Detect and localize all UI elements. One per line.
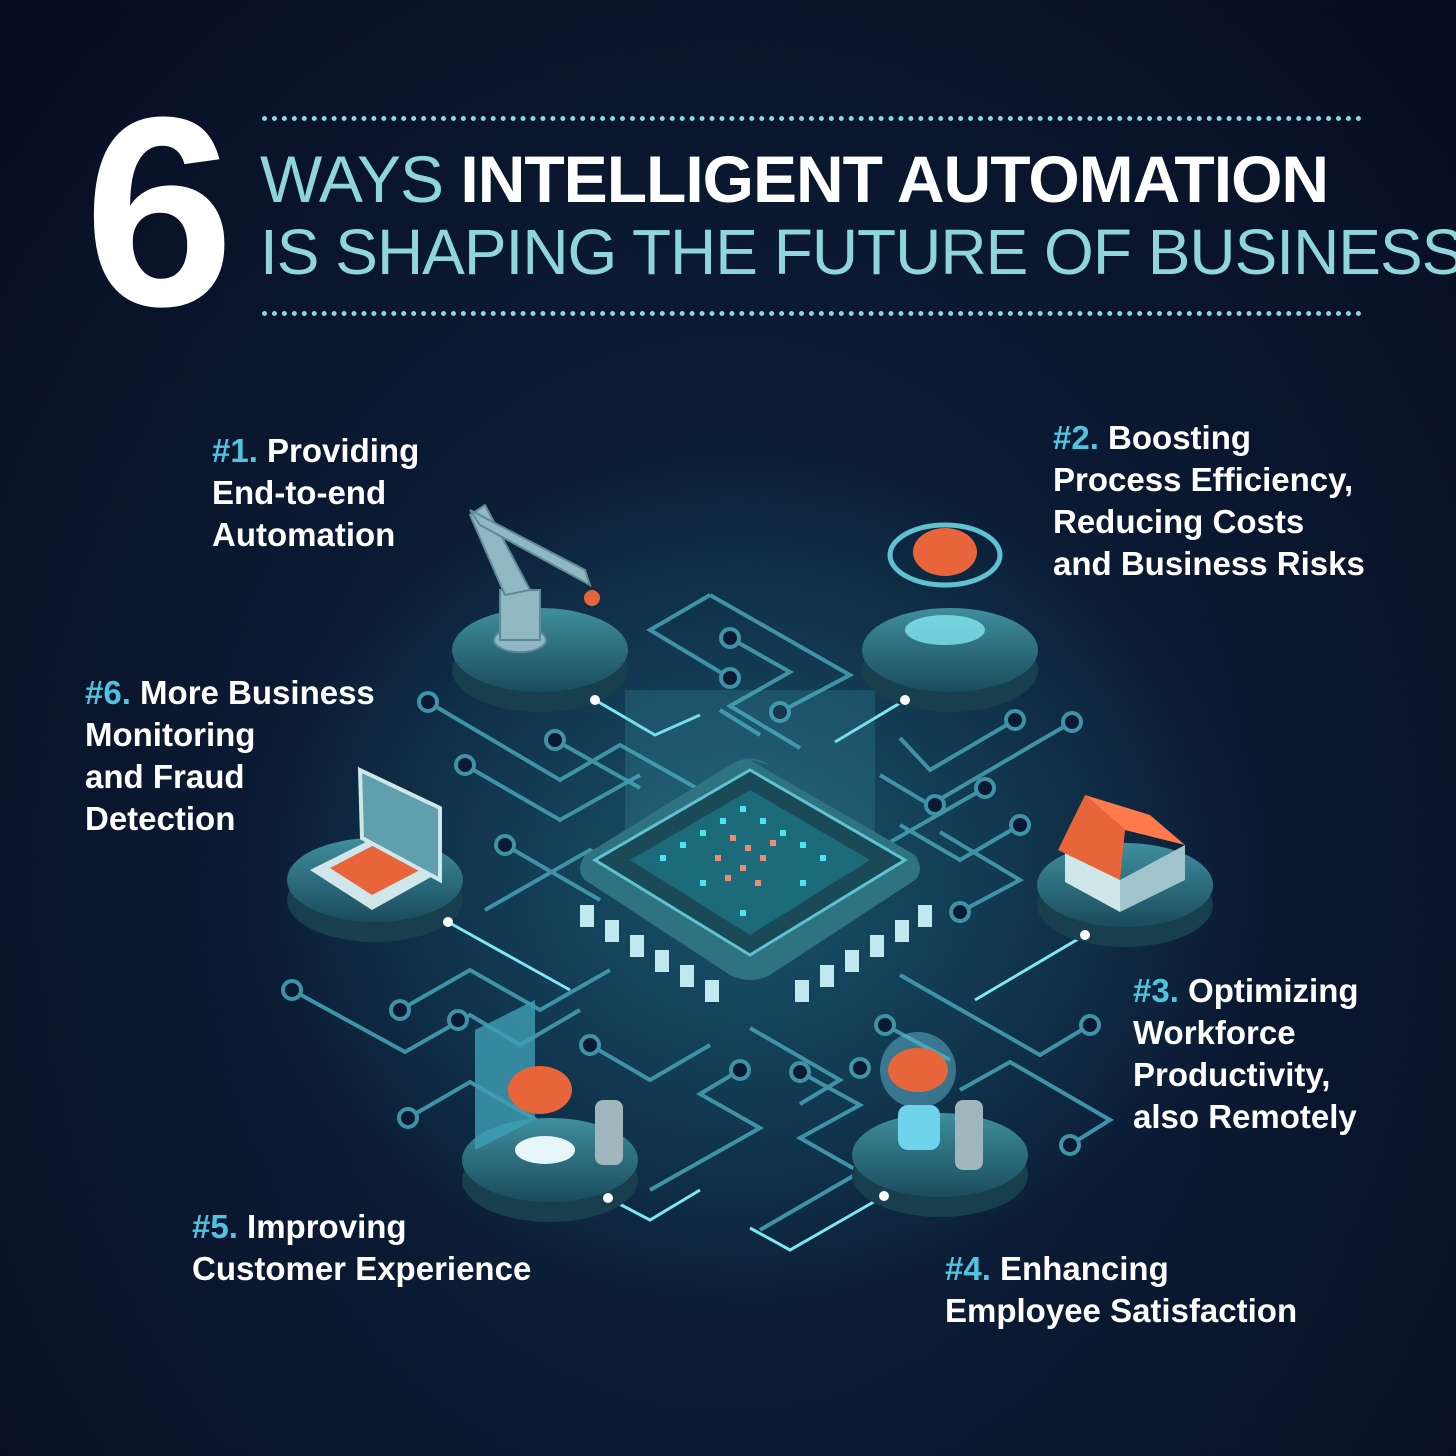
house-icon — [1058, 795, 1185, 912]
circuit-traces — [291, 593, 1114, 1232]
item-4: #4. Enhancing Employee Satisfaction — [945, 1248, 1297, 1332]
item-text: Process Efficiency, — [1053, 461, 1354, 498]
title-bold: INTELLIGENT AUTOMATION — [460, 142, 1329, 216]
item-text: Reducing Costs — [1053, 503, 1305, 540]
item-text: also Remotely — [1133, 1098, 1357, 1135]
robot-arm-icon — [468, 503, 592, 653]
item-text: and Business Risks — [1053, 545, 1365, 582]
page-title: WAYS INTELLIGENT AUTOMATION — [260, 146, 1329, 212]
item-text: More Business — [140, 674, 375, 711]
item-text: Monitoring — [85, 716, 256, 753]
title-light: WAYS — [260, 142, 444, 216]
item-text: Boosting — [1108, 419, 1252, 456]
item-number: #2. — [1053, 419, 1099, 456]
item-text: Customer Experience — [192, 1250, 532, 1287]
chip-grid — [660, 806, 826, 916]
item-5: #5. Improving Customer Experience — [192, 1206, 531, 1290]
item-text: Detection — [85, 800, 236, 837]
item-number: #5. — [192, 1208, 238, 1245]
brain-icon — [913, 528, 977, 576]
phone-brain-icon — [475, 1000, 623, 1165]
brain-icon — [508, 1066, 572, 1114]
platform-connectors — [447, 698, 1086, 1252]
platform-house — [1037, 795, 1213, 947]
item-text: Optimizing — [1188, 972, 1359, 1009]
item-text: Enhancing — [1000, 1250, 1169, 1287]
chip-pattern — [715, 835, 776, 886]
item-number: #4. — [945, 1250, 991, 1287]
item-number: #1. — [212, 432, 258, 469]
item-2: #2. Boosting Process Efficiency, Reducin… — [1053, 417, 1365, 585]
item-1: #1. Providing End-to-end Automation — [212, 430, 419, 556]
item-text: Providing — [267, 432, 420, 469]
item-text: and Fraud — [85, 758, 245, 795]
dotted-divider-top — [262, 116, 1362, 121]
item-text: Workforce — [1133, 1014, 1296, 1051]
laptop-icon — [310, 766, 442, 910]
processor-chip — [580, 690, 932, 1002]
chip-pins — [580, 905, 932, 1002]
item-text: Productivity, — [1133, 1056, 1331, 1093]
item-number: #3. — [1133, 972, 1179, 1009]
platform-brain-team — [862, 522, 1038, 712]
item-text: Automation — [212, 516, 396, 553]
item-number: #6. — [85, 674, 131, 711]
brain-icon — [888, 1048, 948, 1092]
platform-laptop — [287, 766, 463, 942]
trace-nodes — [281, 627, 1101, 1156]
item-text: Improving — [247, 1208, 407, 1245]
page-subtitle: IS SHAPING THE FUTURE OF BUSINESS — [260, 216, 1456, 288]
item-text: Employee Satisfaction — [945, 1292, 1298, 1329]
platform-phone-brain — [462, 1000, 638, 1222]
glow-points — [443, 695, 1090, 1203]
lightbulb-brain-icon — [880, 1032, 983, 1170]
title-number: 6 — [84, 62, 234, 363]
item-6: #6. More Business Monitoring and Fraud D… — [85, 672, 375, 840]
item-text: End-to-end — [212, 474, 387, 511]
platform-lightbulb — [852, 1032, 1028, 1217]
item-3: #3. Optimizing Workforce Productivity, a… — [1133, 970, 1359, 1138]
platform-robot-arm — [452, 503, 628, 712]
dotted-divider-bottom — [262, 311, 1362, 316]
